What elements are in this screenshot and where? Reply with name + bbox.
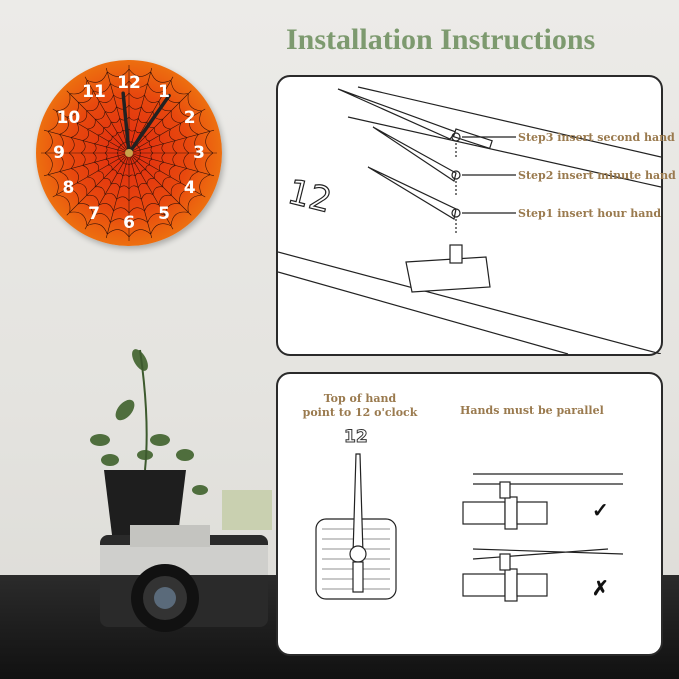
clock-number: 11	[82, 82, 106, 103]
clock-number: 10	[56, 108, 81, 128]
clock-number: 6	[123, 213, 135, 233]
top-label-line1: Top of hand	[323, 392, 397, 405]
step1-label: Step1 insert hour hand	[518, 207, 662, 220]
clock-hub	[125, 149, 133, 157]
clock-number: 4	[183, 178, 196, 198]
clock-number: 5	[158, 203, 170, 224]
step-instructions-panel: 12 Step3 insert second hand Step2 insert…	[276, 75, 676, 356]
page-title: Installation Instructions	[286, 23, 596, 56]
clock-number: 3	[193, 143, 205, 163]
spider-web-pattern	[41, 65, 217, 241]
web-lines	[41, 65, 217, 241]
dial-number-12: 12	[344, 427, 369, 448]
step2-label: Step2 insert minute hand	[518, 169, 676, 182]
clock-number: 12	[117, 73, 141, 93]
plant-and-camera-photo	[90, 349, 272, 632]
minute-hand	[127, 93, 171, 155]
clock-number: 9	[53, 143, 65, 163]
hour-hand	[121, 91, 131, 155]
alignment-panel: Top of hand point to 12 o'clock Hands mu…	[276, 372, 663, 656]
wrong-cross-icon: ✗	[592, 576, 609, 600]
alignment-diagram	[315, 453, 624, 602]
clock-number: 2	[183, 108, 196, 128]
clock-number: 1	[158, 82, 170, 103]
clock-number: 7	[88, 203, 100, 224]
step3-label: Step3 insert second hand	[518, 131, 675, 144]
top-of-hand-label: Top of hand point to 12 o'clock	[300, 392, 420, 420]
clock-number: 8	[62, 178, 75, 198]
svg-text:12: 12	[284, 172, 336, 221]
correct-check-icon: ✓	[592, 498, 609, 522]
parallel-label: Hands must be parallel	[460, 404, 604, 417]
top-label-line2: point to 12 o'clock	[302, 406, 418, 419]
hand-installation-diagram: 12	[278, 86, 661, 354]
